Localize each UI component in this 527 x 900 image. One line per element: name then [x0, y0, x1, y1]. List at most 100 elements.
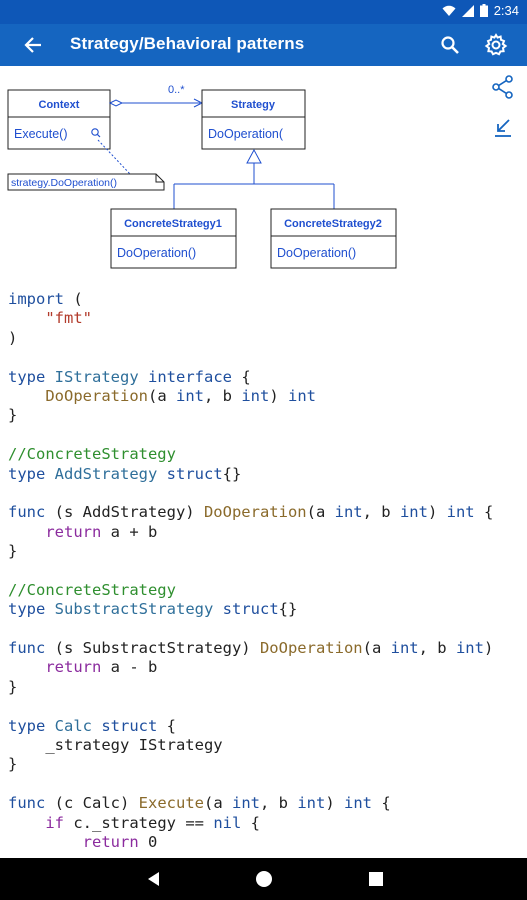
code-token	[45, 368, 54, 386]
code-token: "fmt"	[45, 309, 92, 328]
status-time: 2:34	[493, 3, 519, 18]
code-line: }	[8, 542, 527, 561]
code-token: //ConcreteStrategy	[8, 580, 176, 599]
code-token: //ConcreteStrategy	[8, 445, 176, 464]
code-token: struct	[101, 716, 158, 735]
search-icon	[441, 36, 459, 54]
code-token: {	[474, 503, 494, 522]
code-token: (a	[362, 639, 391, 658]
code-token: (a	[147, 386, 176, 405]
strategy-title: Strategy	[231, 99, 276, 111]
aggregation-connector: 0..*	[108, 84, 204, 108]
strategy-class-box: Strategy DoOperation(	[201, 89, 306, 150]
code-token: {	[157, 716, 177, 735]
code-line: return a - b	[8, 658, 527, 677]
signal-icon	[461, 4, 474, 17]
code-line	[8, 484, 527, 503]
code-token: {}	[222, 464, 242, 483]
share-icon	[492, 75, 513, 99]
code-token	[213, 600, 222, 618]
back-button[interactable]	[20, 32, 46, 58]
circle-home-icon	[256, 871, 272, 887]
code-token: func	[8, 503, 46, 522]
concrete2-title: ConcreteStrategy2	[284, 218, 382, 230]
code-token: (s AddStrategy)	[45, 503, 204, 522]
code-token: (a	[306, 503, 335, 522]
code-line	[8, 348, 527, 367]
status-bar: 2:34	[0, 0, 527, 24]
code-line: import (	[8, 290, 527, 309]
battery-icon	[479, 4, 488, 17]
code-token: IStrategy	[54, 367, 139, 386]
code-token: Calc	[54, 716, 92, 735]
code-token	[8, 523, 45, 541]
concrete1-title: ConcreteStrategy1	[124, 218, 222, 230]
code-token: int	[399, 503, 428, 522]
code-token: }	[8, 406, 18, 425]
code-token: 0	[138, 832, 158, 851]
nav-home-button[interactable]	[254, 869, 274, 889]
code-token: , b	[418, 639, 456, 658]
code-token: int	[175, 386, 204, 405]
code-token	[8, 387, 45, 405]
code-token: _strategy IStrategy	[8, 735, 223, 754]
concrete-strategy1-box: ConcreteStrategy1 DoOperation()	[110, 208, 237, 269]
strategy-method: DoOperation(	[208, 127, 284, 141]
code-token: DoOperation	[259, 639, 363, 658]
note-box: strategy.DoOperation()	[7, 173, 165, 191]
code-token	[45, 717, 54, 735]
code-line: return a + b	[8, 523, 527, 542]
concrete-strategy2-box: ConcreteStrategy2 DoOperation()	[270, 208, 397, 269]
code-line: }	[8, 406, 527, 425]
status-icons: 2:34	[442, 3, 519, 18]
code-token	[8, 658, 45, 676]
code-token: int	[455, 639, 484, 658]
settings-button[interactable]	[482, 31, 510, 59]
code-token: }	[8, 542, 18, 561]
code-token: {	[241, 813, 260, 832]
code-token: int	[297, 794, 326, 813]
code-token: int	[241, 386, 270, 405]
code-token: )	[269, 386, 288, 405]
code-token: int	[231, 794, 260, 813]
code-token: )	[427, 503, 447, 522]
code-token	[139, 368, 148, 386]
code-line: type IStrategy interface {	[8, 368, 527, 387]
code-token: if	[45, 813, 64, 832]
code-token: import	[8, 290, 64, 308]
code-token: (	[64, 290, 83, 308]
search-button[interactable]	[437, 32, 463, 58]
arrow-collapse-icon	[495, 119, 511, 137]
uml-diagram: Context Execute() 0..* Strategy DoOperat…	[0, 66, 527, 276]
code-token: return	[45, 522, 102, 541]
code-line: if c._strategy == nil {	[8, 814, 527, 833]
code-line	[8, 697, 527, 716]
code-token: (c Calc)	[45, 794, 139, 813]
code-token: int	[334, 503, 363, 522]
code-token: int	[390, 639, 419, 658]
code-line: //ConcreteStrategy	[8, 581, 527, 600]
code-line	[8, 620, 527, 639]
uml-diagram-svg: Context Execute() 0..* Strategy DoOperat…	[7, 84, 397, 269]
nav-recents-button[interactable]	[368, 871, 384, 887]
code-token: {	[232, 367, 251, 386]
code-token: return	[82, 832, 139, 851]
nav-back-button[interactable]	[145, 870, 163, 888]
code-token: DoOperation	[203, 503, 307, 522]
collapse-button[interactable]	[490, 115, 516, 141]
code-line: return 0	[8, 833, 527, 852]
gear-icon	[484, 33, 508, 56]
code-token: a + b	[101, 522, 158, 541]
code-token	[8, 814, 45, 832]
code-line: type Calc struct {	[8, 717, 527, 736]
share-button[interactable]	[490, 74, 516, 100]
code-token: Execute	[138, 794, 204, 813]
inheritance-connector	[173, 148, 335, 209]
code-token: )	[483, 639, 494, 658]
code-line: func (s AddStrategy) DoOperation(a int, …	[8, 503, 527, 522]
triangle-back-icon	[148, 872, 159, 886]
concrete1-method: DoOperation()	[117, 246, 196, 260]
code-line: _strategy IStrategy	[8, 736, 527, 755]
code-line	[8, 561, 527, 580]
code-token: , b	[259, 794, 298, 813]
